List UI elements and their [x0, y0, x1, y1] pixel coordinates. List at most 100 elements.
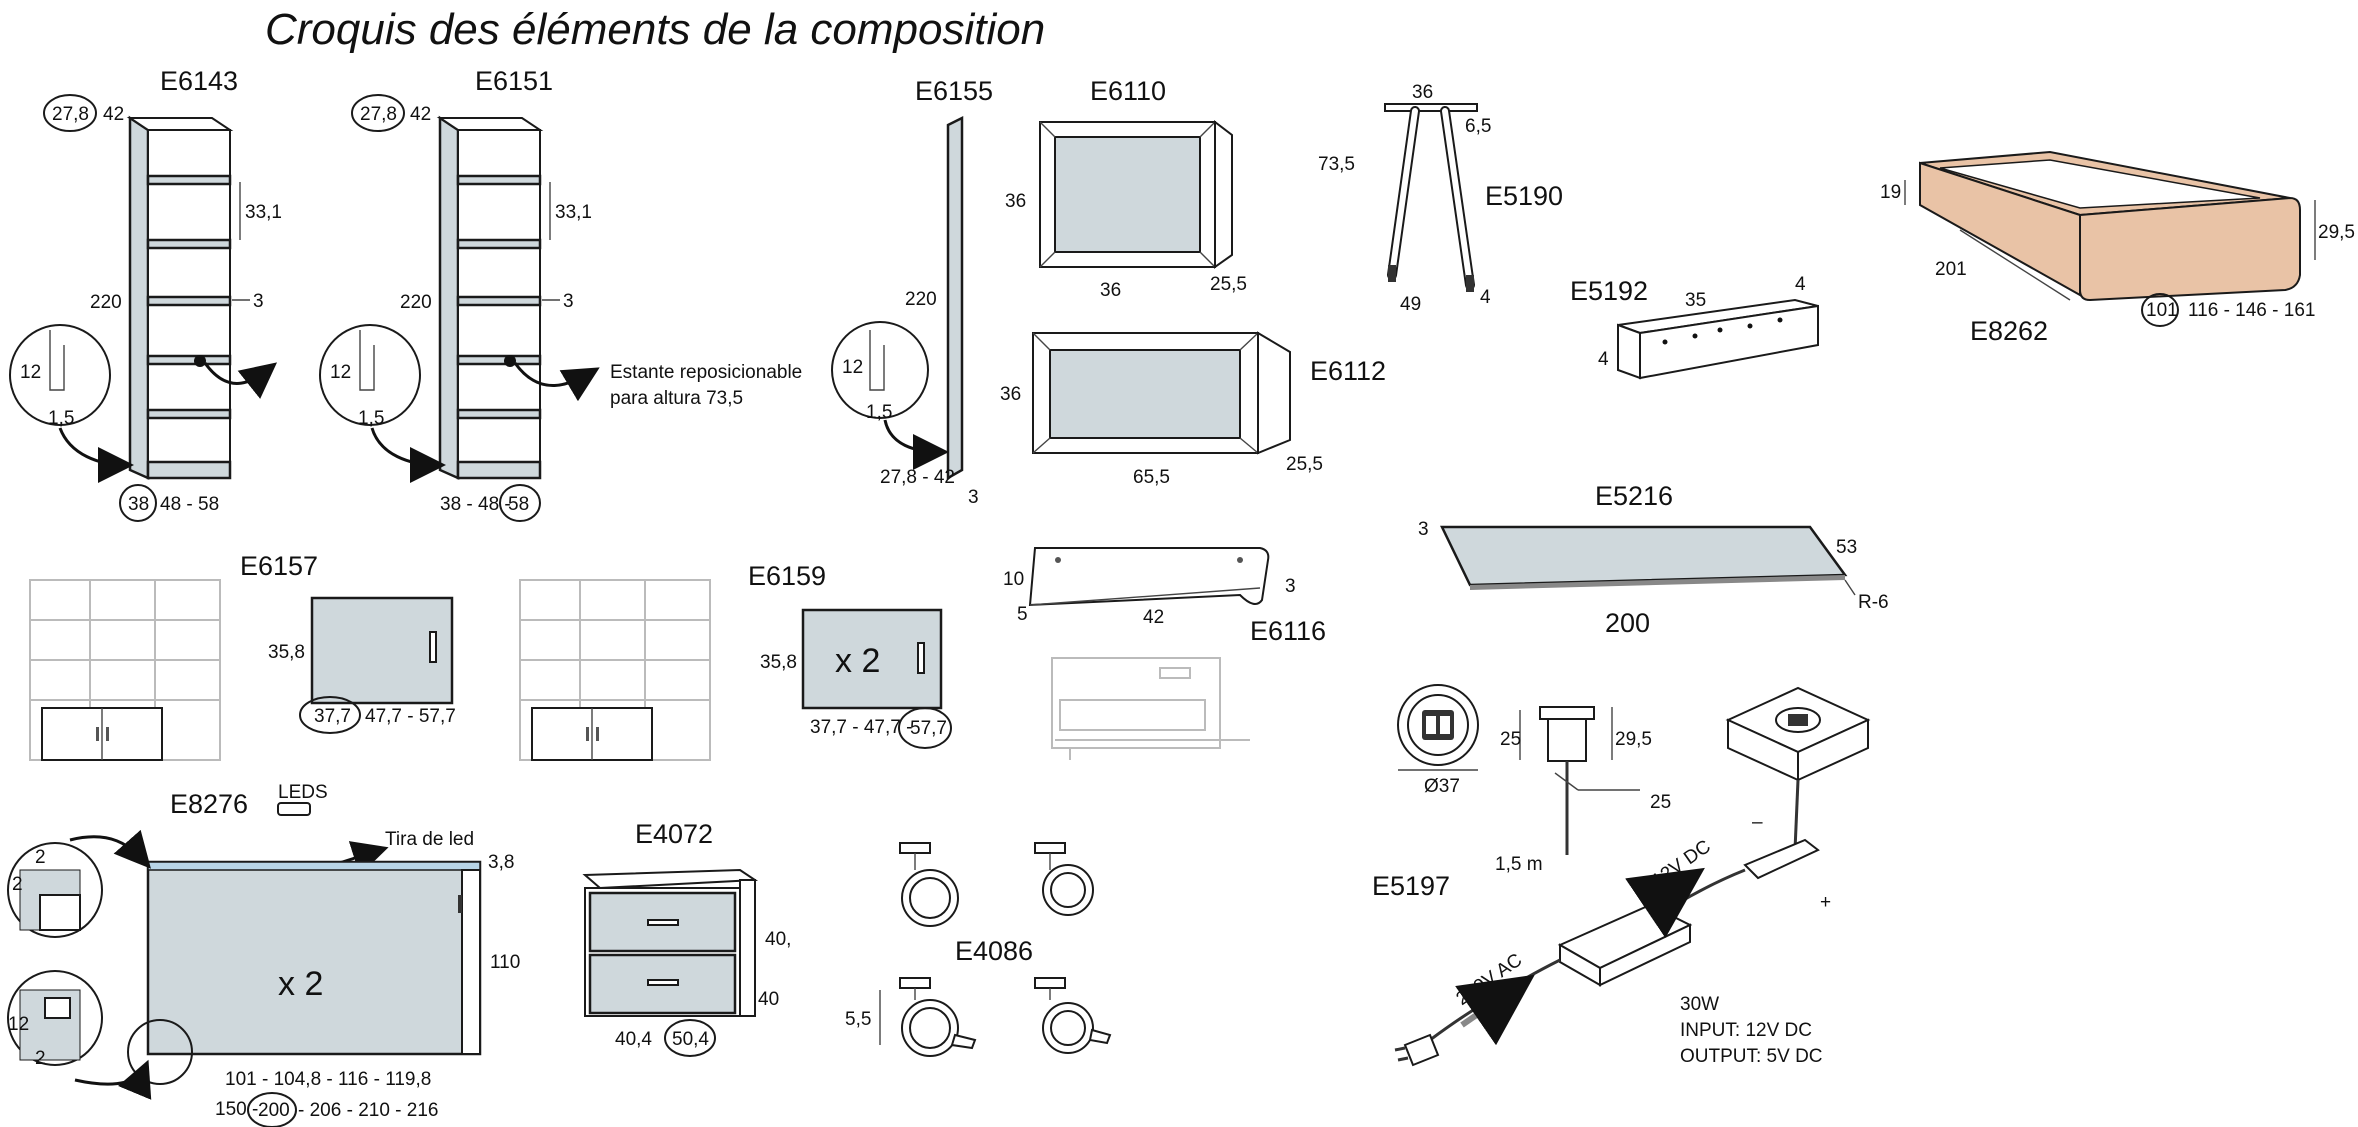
- item-e8262: E8262 19 201 29,5 101 116 - 146 - 161: [1880, 150, 2355, 346]
- item-code: E6116: [1250, 616, 1326, 646]
- item-code: E6143: [160, 66, 238, 96]
- dim-label: 12: [842, 357, 863, 378]
- dim-label: 27,8: [52, 104, 89, 125]
- item-code: E4086: [955, 936, 1033, 966]
- item-e6116: 10 5 42 3 E6116: [1003, 547, 1326, 760]
- dim-label: 36: [1005, 191, 1026, 212]
- dim-label: 40,4: [615, 1029, 652, 1050]
- dim-label: 25: [1650, 792, 1671, 813]
- castor-wheel: [1034, 842, 1094, 916]
- dim-label: 3: [1418, 519, 1429, 540]
- multiplier-label: x 2: [835, 642, 880, 680]
- dim-label: 33,1: [245, 202, 282, 223]
- dim-label: 101 - 104,8 - 116 - 119,8: [225, 1069, 431, 1090]
- circle-marker: [898, 707, 952, 749]
- dim-label: 5,5: [845, 1009, 871, 1030]
- dim-label: 42: [103, 104, 124, 125]
- dim-label: 2: [35, 847, 46, 868]
- dim-label: 35: [1685, 290, 1706, 311]
- dim-label: 10: [1003, 569, 1024, 590]
- leg-plate: [1384, 103, 1478, 112]
- dim-label: 53: [1836, 537, 1857, 558]
- item-e6143: E6143 27,8 42 33,1 3 220 12 1,5 38 48 - …: [9, 66, 282, 522]
- dim-label: 1,5: [866, 402, 892, 423]
- castor-wheel-brake: [1034, 977, 1112, 1054]
- item-code: E6159: [748, 561, 826, 591]
- dim-label: 201: [1935, 259, 1967, 280]
- dim-label: - 206 - 210 - 216: [298, 1100, 438, 1121]
- dim-label: 40,: [765, 929, 791, 950]
- spec-line: INPUT: 12V DC: [1680, 1020, 1812, 1041]
- item-e5197: Ø37 25 29,5 25 1,5 m E5197 12V DC 230V A…: [1372, 684, 1871, 1067]
- item-code: E5192: [1570, 276, 1648, 306]
- dim-label: 57,7: [910, 718, 947, 739]
- dim-label: 36: [1412, 82, 1433, 103]
- dim-label: 4: [1598, 349, 1609, 370]
- dim-label: 4: [1795, 274, 1806, 295]
- dim-label: 35,8: [760, 652, 797, 673]
- item-code: E6151: [475, 66, 553, 96]
- dim-label: 6,5: [1465, 116, 1491, 137]
- dim-label: 3: [968, 487, 979, 508]
- dim-label: 35,8: [268, 642, 305, 663]
- item-code: E8276: [170, 789, 248, 819]
- dim-label: 50,4: [672, 1029, 709, 1050]
- door-panel: [310, 596, 454, 705]
- item-code: E5216: [1595, 481, 1673, 511]
- item-e6159: E6159 x 2 35,8 37,7 - 47,7 - 57,7: [519, 561, 952, 761]
- circle-marker: [664, 1019, 716, 1057]
- dim-label: 37,7: [314, 706, 351, 727]
- dim-label: 3,8: [488, 852, 514, 873]
- dim-label: 12: [8, 1014, 29, 1035]
- item-code: E8262: [1970, 316, 2048, 346]
- dim-label: 12: [330, 362, 351, 383]
- dim-label: 19: [1880, 182, 1901, 203]
- dim-label: 40: [758, 989, 779, 1010]
- item-e6110: E6110 36 36 25,5: [1005, 76, 1247, 301]
- circle-marker: [499, 484, 541, 522]
- dim-label: 29,5: [1615, 729, 1652, 750]
- dim-label: 25,5: [1286, 454, 1323, 475]
- dim-label: 220: [905, 289, 937, 310]
- table-top: [1440, 525, 1848, 587]
- dim-label: 27,8: [360, 104, 397, 125]
- dim-label: 116 - 146 - 161: [2188, 300, 2315, 321]
- dim-label: 5: [1017, 604, 1028, 625]
- dim-label: 48 - 58: [160, 494, 219, 515]
- dim-label: 36: [1000, 384, 1021, 405]
- dim-label: 101: [2146, 300, 2178, 321]
- shelf-side-panel: [128, 115, 150, 480]
- dim-label: R-6: [1858, 592, 1889, 613]
- bed-front-panel: [2079, 196, 2301, 302]
- multiplier-label: x 2: [278, 965, 323, 1003]
- dim-label: 27,8 - 42: [880, 467, 955, 488]
- item-e8276: E8276 LEDS Tira de led x 2 3,8 110 2 2 1…: [7, 782, 520, 1127]
- castor-wheel: [899, 842, 959, 927]
- circle-marker: [351, 94, 405, 132]
- dim-label: Ø37: [1424, 776, 1460, 797]
- side-panel: [946, 115, 964, 481]
- detail-circle: [831, 321, 929, 419]
- dim-label: 58: [508, 494, 529, 515]
- shelf-bracket: [1028, 547, 1270, 607]
- led-badge: [277, 802, 311, 816]
- circle-marker: [2141, 293, 2179, 327]
- spec-line: 30W: [1680, 994, 1719, 1015]
- note-text: para altura 73,5: [610, 388, 743, 409]
- nightstand-top: [582, 868, 759, 890]
- dim-label: 1,5: [48, 408, 74, 429]
- led-connector: [1743, 838, 1820, 880]
- detail-circle: [9, 324, 111, 426]
- dim-label: 42: [1143, 607, 1164, 628]
- dim-label: 49: [1400, 294, 1421, 315]
- dim-label: 33,1: [555, 202, 592, 223]
- dim-label: 1,5 m: [1495, 854, 1543, 875]
- headboard-panel: [146, 860, 482, 1056]
- circle-marker: [247, 1092, 297, 1127]
- dim-label: 1,5: [358, 408, 384, 429]
- polarity-label: –: [1752, 812, 1763, 833]
- dim-label: 3: [1285, 576, 1296, 597]
- dim-label: 29,5: [2318, 222, 2355, 243]
- item-e6112: E6112 36 65,5 25,5: [1000, 331, 1386, 488]
